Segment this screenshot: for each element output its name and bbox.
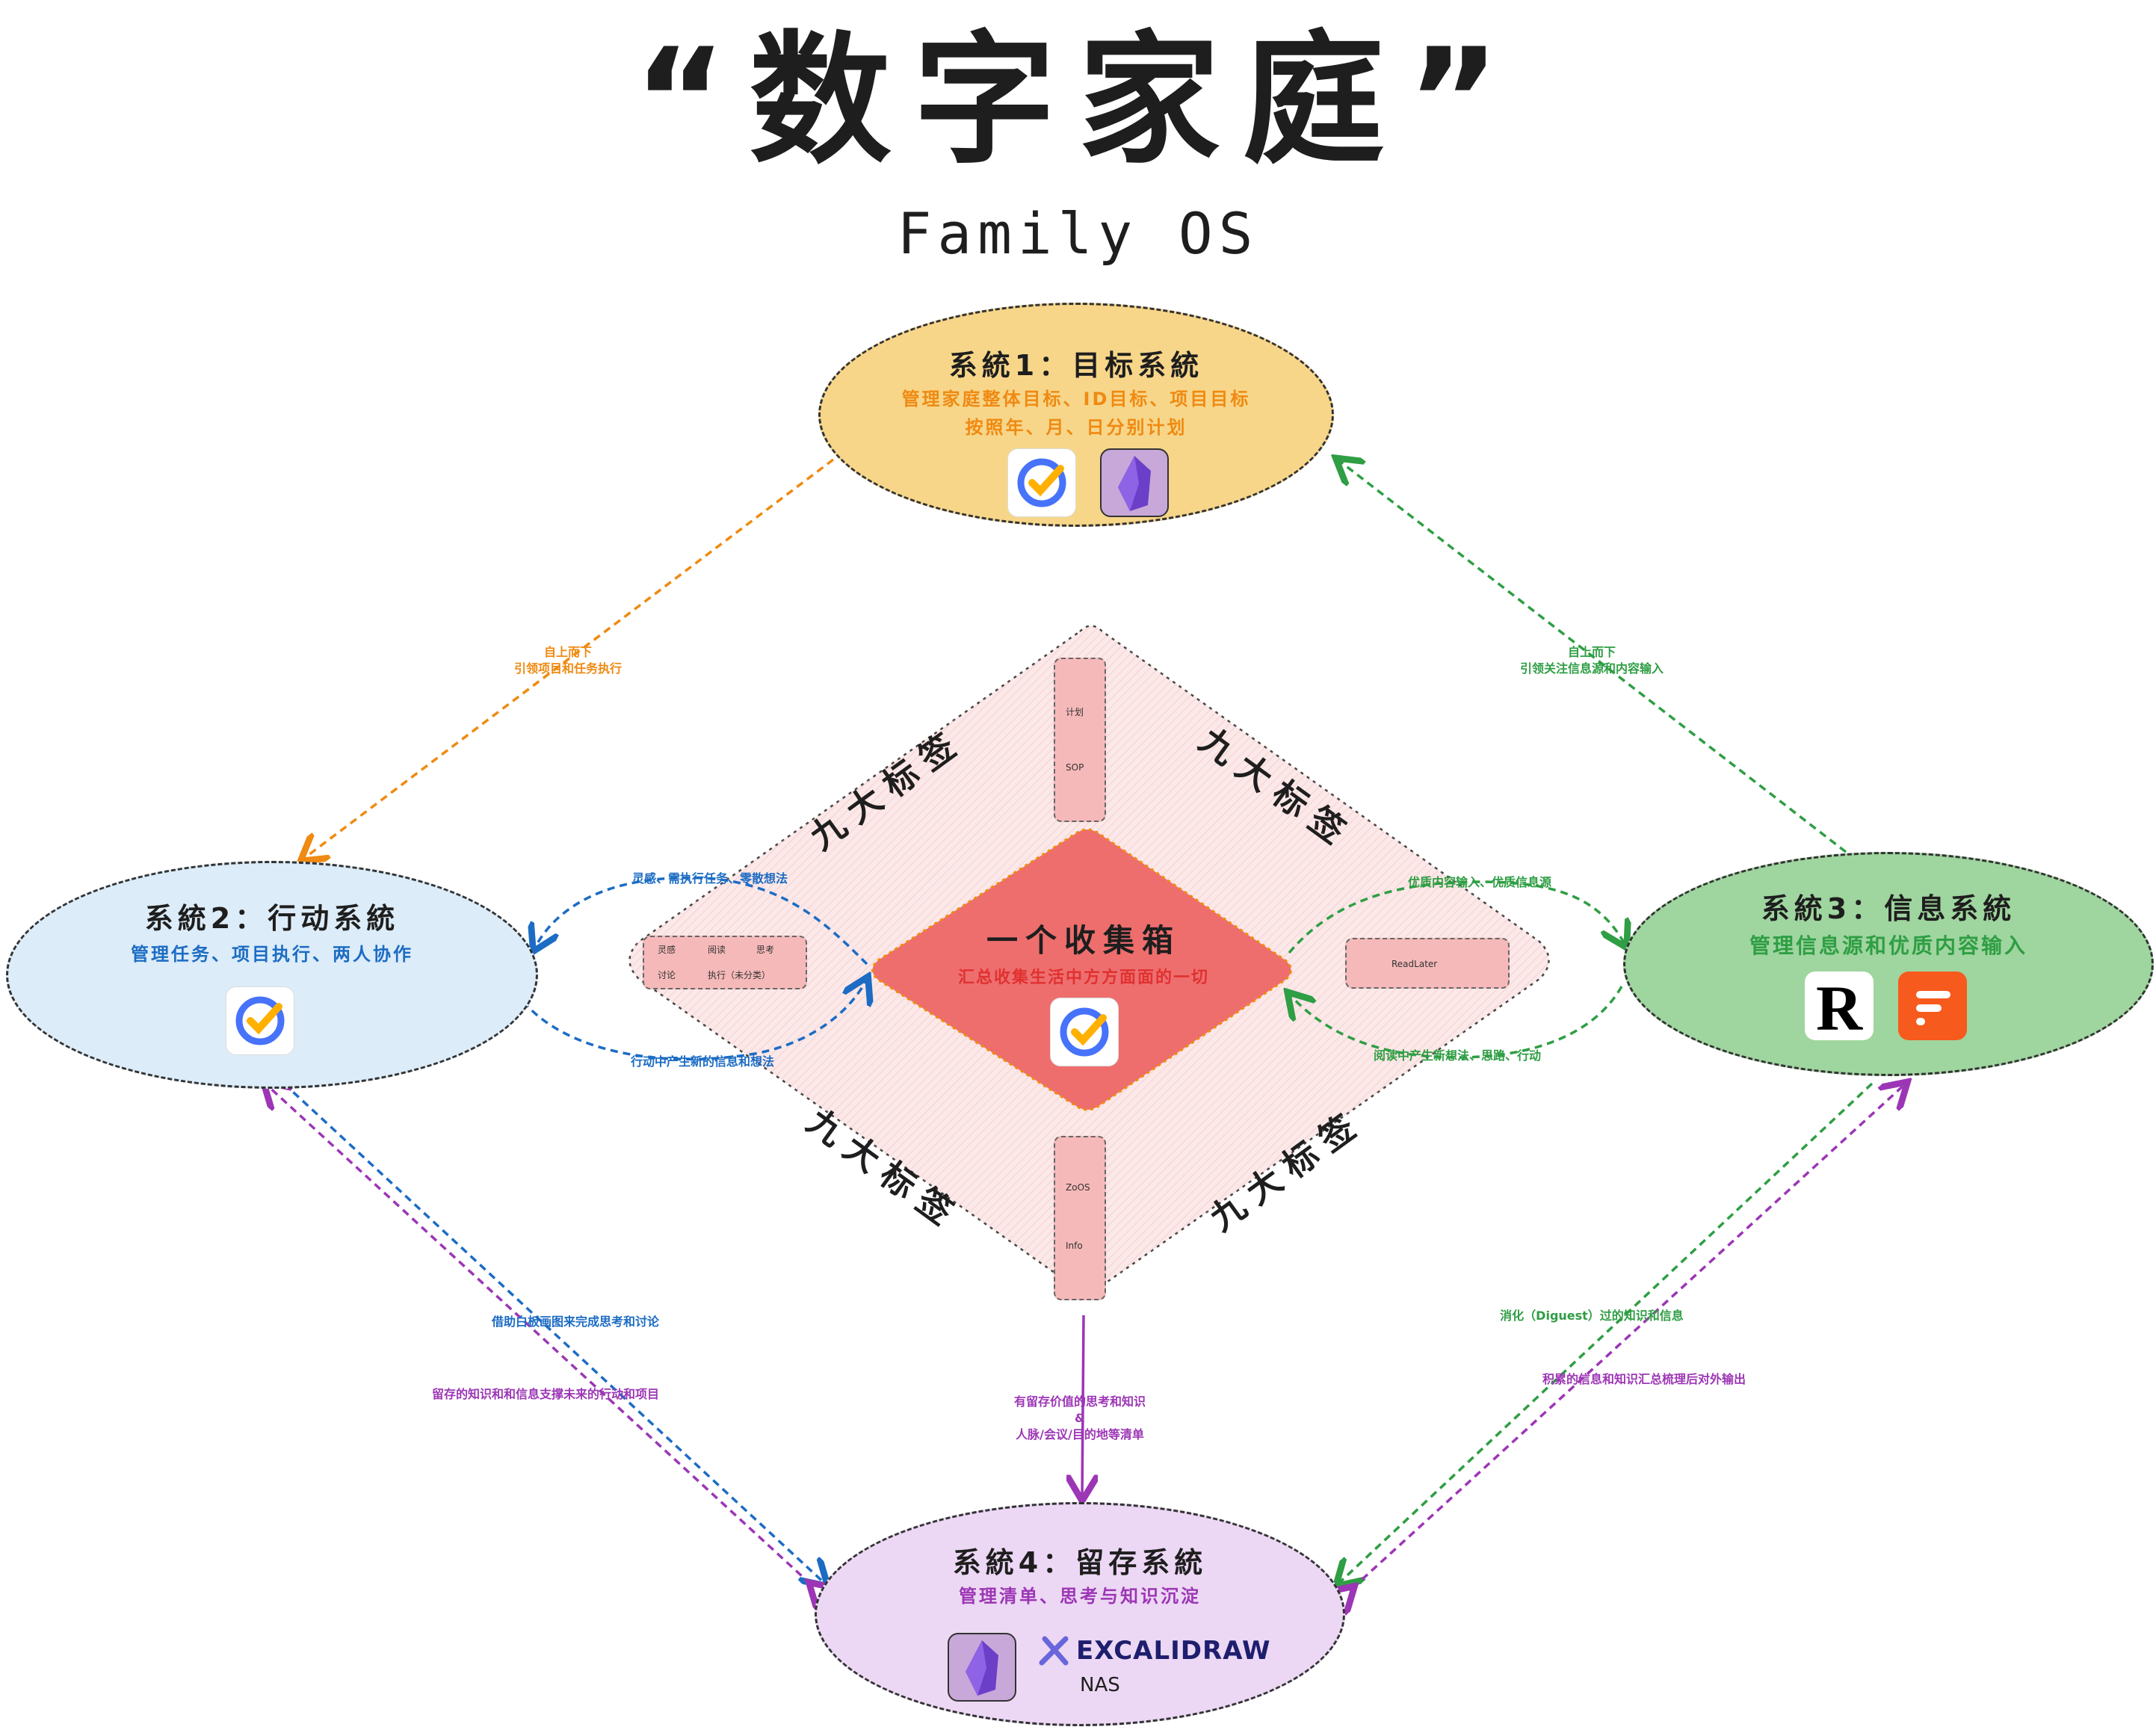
storage-brand: EXCALIDRAW bbox=[1076, 1636, 1271, 1666]
excalidraw-icon bbox=[1039, 1636, 1069, 1666]
info-feed-icon[interactable] bbox=[1898, 971, 1967, 1040]
goal-ticktick-icon[interactable] bbox=[1007, 448, 1076, 517]
goal-obsidian-icon[interactable] bbox=[1100, 448, 1169, 517]
storage-nas: NAS bbox=[1080, 1674, 1120, 1696]
storage-obsidian-icon[interactable] bbox=[948, 1633, 1016, 1702]
page-title: “数字家庭” bbox=[633, 18, 1523, 183]
arrow-inbox-to-storage bbox=[1082, 1315, 1084, 1498]
label-goal-to-action: 自上而下 引领项目和任务执行 bbox=[478, 644, 658, 677]
system-info bbox=[1623, 852, 2154, 1076]
system-storage-desc: 管理清单、思考与知识沉淀 bbox=[959, 1586, 1201, 1607]
page-subtitle: Family OS bbox=[897, 200, 1259, 267]
label-inbox-to-info: 阅读中产生新想法、思路、行动 bbox=[1373, 1048, 1541, 1063]
system-goal-desc-1: 管理家庭整体目标、ID目标、项目目标 bbox=[901, 389, 1251, 410]
inbox-title: 一个收集箱 bbox=[986, 922, 1181, 959]
label-info-to-goal: 自上而下 引领关注信息源和内容输入 bbox=[1480, 644, 1704, 677]
svg-text:R: R bbox=[1816, 972, 1863, 1040]
arrow-inbox-to-action bbox=[534, 876, 868, 966]
arrow-storage-to-action-purple bbox=[265, 1084, 811, 1584]
tag-pill-left: 灵感 阅读 思考 讨论 执行（未分类） bbox=[643, 936, 807, 989]
system-storage bbox=[815, 1502, 1345, 1726]
label-info-storage-1: 消化（Diguest）过的知识和信息 bbox=[1500, 1309, 1684, 1323]
chip-top-0: 计划 bbox=[1066, 707, 1084, 717]
arrow-info-to-inbox bbox=[1289, 986, 1623, 1059]
label-inbox-storage-l1: 有留存价值的思考和知识 bbox=[1013, 1394, 1146, 1409]
label-inbox-storage-l3: 人脉/会议/目的地等清单 bbox=[1016, 1427, 1144, 1442]
tag-pill-bottom: ZoOS Info bbox=[1054, 1136, 1106, 1300]
chip-left-3: 讨论 bbox=[658, 970, 676, 980]
label-info-to-goal-l2: 引领关注信息源和内容输入 bbox=[1519, 661, 1664, 676]
label-inbox-to-action: 行动中产生新的信息和想法 bbox=[630, 1054, 774, 1069]
chip-left-1: 阅读 bbox=[708, 945, 726, 955]
system-goal-title: 系統1：目标系統 bbox=[948, 349, 1204, 382]
system-info-desc: 管理信息源和优质内容输入 bbox=[1749, 933, 2027, 958]
arrow-goal-to-action bbox=[303, 458, 835, 859]
chip-left-2: 思考 bbox=[756, 945, 775, 955]
label-goal-to-action-l1: 自上而下 bbox=[543, 645, 592, 659]
chip-left-0: 灵感 bbox=[658, 945, 676, 955]
system-info-title: 系統3：信息系統 bbox=[1761, 892, 2016, 925]
chip-bottom-0: ZoOS bbox=[1066, 1182, 1090, 1193]
arrow-action-to-inbox bbox=[522, 979, 867, 1061]
system-action-title: 系統2：行动系統 bbox=[144, 902, 400, 935]
chip-bottom-1: Info bbox=[1066, 1241, 1083, 1251]
system-goal bbox=[818, 303, 1334, 527]
label-goal-to-action-l2: 引领项目和任务执行 bbox=[513, 661, 622, 676]
label-action-storage-2: 留存的知识和和信息支撑未来的行动和项目 bbox=[431, 1387, 659, 1401]
system-goal-desc-2: 按照年、月、日分别计划 bbox=[965, 417, 1187, 438]
label-info-storage-2: 积累的信息和知识汇总梳理后对外输出 bbox=[1542, 1372, 1746, 1386]
storage-excalidraw-logo[interactable]: EXCALIDRAW bbox=[1037, 1633, 1270, 1670]
label-inbox-storage: 有留存价值的思考和知识 & 人脉/会议/目的地等清单 bbox=[964, 1394, 1196, 1443]
label-action-to-inbox: 灵感、需执行任务、零散想法 bbox=[631, 871, 788, 886]
tag-pill-right: ReadLater bbox=[1345, 938, 1510, 989]
label-inbox-storage-l2: & bbox=[1075, 1411, 1085, 1425]
arrow-inbox-to-info bbox=[1288, 880, 1625, 954]
chip-right-0: ReadLater bbox=[1391, 959, 1438, 969]
label-info-to-goal-l1: 自上而下 bbox=[1567, 645, 1616, 659]
chip-left-4: 执行（未分类） bbox=[708, 970, 771, 980]
arrow-storage-to-info-purple bbox=[1353, 1084, 1906, 1588]
tag-pill-top: 计划 SOP bbox=[1054, 658, 1106, 822]
system-storage-title: 系統4：留存系統 bbox=[952, 1546, 1208, 1579]
arrow-info-to-goal bbox=[1338, 460, 1847, 853]
inbox-diamond bbox=[871, 828, 1292, 1111]
inbox-desc: 汇总收集生活中方方面面的一切 bbox=[957, 969, 1209, 987]
info-reeder-icon[interactable]: R bbox=[1805, 971, 1874, 1044]
inbox-ticktick-icon[interactable] bbox=[1050, 998, 1119, 1066]
arrow-info-to-storage-green bbox=[1338, 1082, 1874, 1584]
system-action-desc: 管理任务、项目执行、两人协作 bbox=[131, 944, 413, 965]
label-action-storage-1: 借助白板画图来完成思考和讨论 bbox=[491, 1315, 659, 1329]
action-ticktick-icon[interactable] bbox=[226, 986, 294, 1055]
arrow-action-to-storage-blue bbox=[282, 1082, 826, 1584]
chip-top-1: SOP bbox=[1066, 762, 1084, 773]
label-info-to-inbox: 优质内容输入、优质信息源 bbox=[1407, 875, 1551, 889]
